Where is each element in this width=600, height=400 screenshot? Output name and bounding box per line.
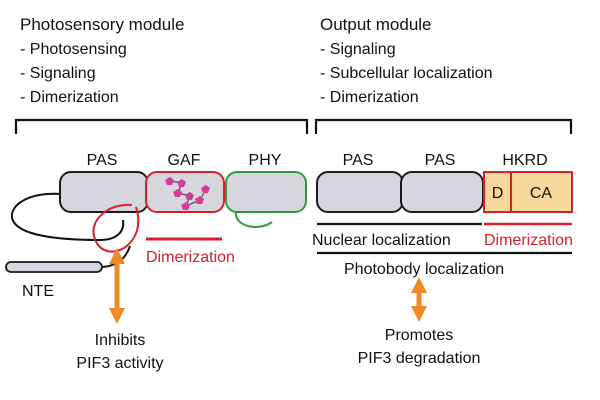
output-item-dimerization: - Dimerization: [320, 89, 419, 106]
hkrd-ca-label: CA: [530, 185, 553, 202]
output-item-subcellular-localization: - Subcellular localization: [320, 65, 493, 82]
pas1-domain: [59, 171, 149, 213]
knot-loop-red: [92, 203, 140, 253]
output-module-bracket: [314, 118, 573, 134]
nuclear-localization-label: Nuclear localization: [312, 232, 451, 249]
gaf-label: GAF: [168, 152, 201, 169]
output-item-signaling: - Signaling: [320, 41, 396, 58]
inhibits-line2: PIF3 activity: [76, 355, 163, 372]
pas3-domain: [400, 171, 484, 213]
photosensory-item-dimerization: - Dimerization: [20, 89, 119, 106]
photosensory-module-title: Photosensory module: [20, 15, 184, 34]
pas2-domain: [316, 171, 404, 213]
chromophore-icon: [165, 177, 210, 210]
promotes-line1: Promotes: [385, 327, 453, 344]
nte-label: NTE: [22, 283, 54, 300]
pas2-label: PAS: [343, 152, 374, 169]
photobody-localization-label: Photobody localization: [344, 261, 504, 278]
photosensory-module-bracket: [14, 118, 309, 134]
hkrd-d-label: D: [492, 185, 504, 202]
phy-tongue-loop: [234, 211, 273, 228]
promotes-line2: PIF3 degradation: [358, 350, 481, 367]
output-module-title: Output module: [320, 15, 432, 34]
dimerization-right-label: Dimerization: [484, 232, 573, 249]
inhibits-line1: Inhibits: [95, 332, 146, 349]
pas3-label: PAS: [425, 152, 456, 169]
phy-label: PHY: [249, 152, 282, 169]
dimerization-left-label: Dimerization: [146, 249, 235, 266]
photosensory-item-photosensing: - Photosensing: [20, 41, 127, 58]
phy-domain: [225, 171, 307, 213]
nte-domain: [5, 261, 103, 273]
photosensory-item-signaling: - Signaling: [20, 65, 96, 82]
hkrd-label: HKRD: [502, 152, 547, 169]
nte-linker-loop: [10, 192, 125, 242]
gaf-domain: [145, 171, 225, 213]
pas1-label: PAS: [87, 152, 118, 169]
hkrd-domain: [483, 171, 573, 213]
